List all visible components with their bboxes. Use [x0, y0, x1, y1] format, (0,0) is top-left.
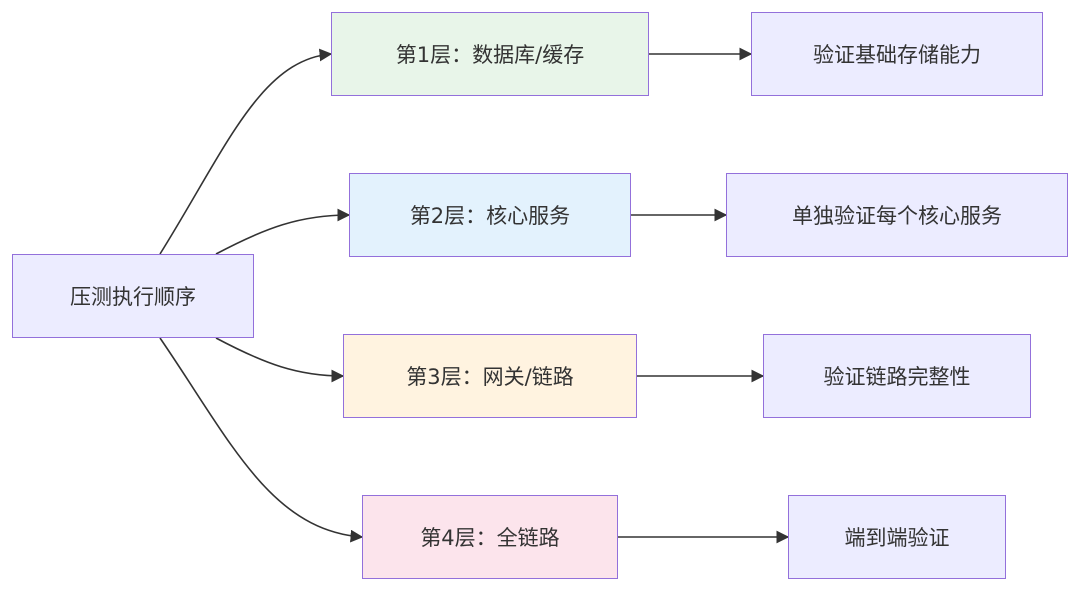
edge-root-to-layer3 [215, 337, 345, 383]
result3-node-label: 验证链路完整性 [823, 365, 971, 389]
result4-node-label: 端到端验证 [844, 526, 950, 550]
layer4-node-label: 第4层：全链路 [420, 526, 560, 550]
result1-node: 验证基础存储能力 [751, 12, 1043, 96]
layer4-node: 第4层：全链路 [362, 495, 618, 579]
layer2-node: 第2层：核心服务 [349, 173, 631, 257]
result3-node: 验证链路完整性 [763, 334, 1031, 418]
root-node: 压测执行顺序 [12, 254, 254, 338]
result1-node-label: 验证基础存储能力 [813, 43, 981, 67]
layer3-node-label: 第3层：网关/链路 [406, 365, 574, 389]
layer2-node-label: 第2层：核心服务 [409, 204, 571, 228]
root-node-label: 压测执行顺序 [70, 285, 196, 309]
layer3-node: 第3层：网关/链路 [343, 334, 637, 418]
edge-root-to-layer2 [215, 208, 351, 255]
layer1-node-label: 第1层：数据库/缓存 [395, 43, 585, 67]
edge-root-to-layer4 [159, 337, 364, 543]
layer1-node: 第1层：数据库/缓存 [331, 12, 649, 96]
result4-node: 端到端验证 [788, 495, 1006, 579]
result2-node-label: 单独验证每个核心服务 [792, 204, 1002, 228]
result2-node: 单独验证每个核心服务 [726, 173, 1068, 257]
edge-root-to-layer1 [159, 48, 333, 255]
